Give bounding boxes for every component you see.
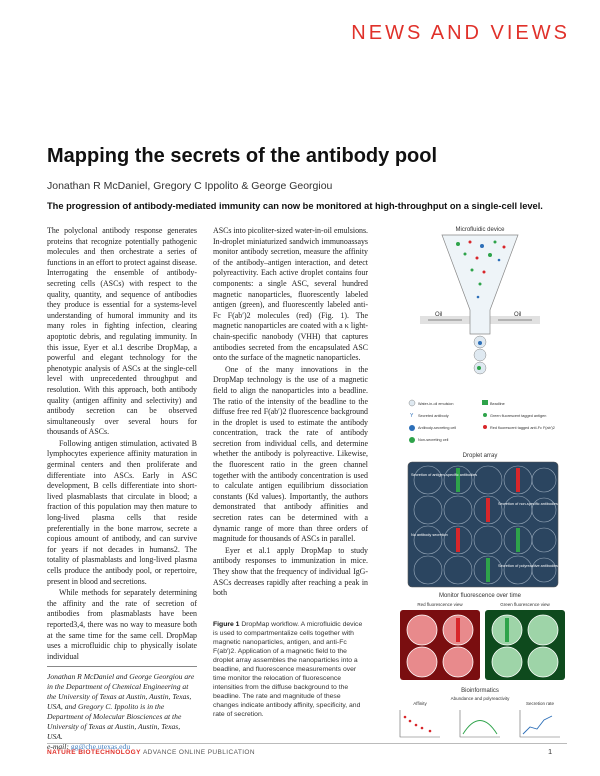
article-authors: Jonathan R McDaniel, Gregory C Ippolito … bbox=[47, 180, 333, 192]
array-label-antigen-specific: Secretion of antigen-specific antibodies bbox=[411, 473, 477, 477]
legend-non-secreting: Non-secreting cell bbox=[418, 438, 449, 442]
caption-label: Figure 1 bbox=[213, 621, 240, 628]
journal-name: NATURE BIOTECHNOLOGY bbox=[47, 749, 141, 756]
array-beadlines bbox=[456, 468, 520, 582]
figure-caption: Figure 1 DropMap workflow. A microfluidi… bbox=[213, 620, 368, 719]
paragraph: Following antigen stimulation, activated… bbox=[47, 438, 197, 586]
array-label-no-secretion: No antibody secretion bbox=[411, 533, 448, 537]
red-beadline bbox=[456, 618, 460, 642]
oil-label-left: Oil bbox=[435, 312, 442, 318]
plot-secretion-curve bbox=[522, 715, 553, 735]
plot-abundance-label: Abundance and polyreactivity bbox=[451, 696, 511, 701]
red-view-droplets bbox=[406, 614, 474, 678]
paragraph: ASCs into picoliter-sized water-in-oil e… bbox=[213, 226, 368, 363]
array-label-polyreactive: Secretion of polyreactive antibodies bbox=[498, 564, 558, 568]
email-label: e-mail: bbox=[47, 742, 69, 751]
funnel-particles bbox=[456, 240, 506, 299]
article-standfirst: The progression of antibody-mediated imm… bbox=[47, 201, 543, 211]
microfluidic-label: Microfluidic device bbox=[455, 227, 505, 233]
page-number: 1 bbox=[548, 747, 553, 756]
caption-text: DropMap workflow. A microfluidic device … bbox=[213, 621, 363, 718]
publication-status: ADVANCE ONLINE PUBLICATION bbox=[142, 749, 255, 756]
legend-beadline: Beadline bbox=[490, 402, 505, 406]
email-link[interactable]: gg@che.utexas.edu bbox=[70, 742, 131, 751]
paragraph: Eyer et al.1 apply DropMap to study anti… bbox=[213, 545, 368, 598]
section-header: NEWS AND VIEWS bbox=[351, 22, 570, 44]
plot-abundance-curve bbox=[462, 720, 498, 735]
affiliation-rule bbox=[47, 666, 197, 667]
monitor-label: Monitor fluorescence over time bbox=[439, 593, 522, 599]
plot-affinity-points bbox=[403, 715, 432, 733]
legend-antibody-secreting: Antibody-secreting cell bbox=[418, 426, 456, 430]
legend-water-in-oil: Water-in-oil emulsion bbox=[418, 402, 454, 406]
paragraph: The polyclonal antibody response generat… bbox=[47, 226, 197, 437]
oil-label-right: Oil bbox=[514, 312, 521, 318]
author-affiliation: Jonathan R McDaniel and George Georgiou … bbox=[47, 672, 197, 752]
body-column-2: ASCs into picoliter-sized water-in-oil e… bbox=[213, 226, 368, 599]
plot-affinity-label: Affinity bbox=[413, 701, 427, 706]
affiliation-text: Jonathan R McDaniel and George Georgiou … bbox=[47, 672, 195, 741]
red-view-label: Red fluorescence view bbox=[417, 602, 463, 607]
bioinformatics-label: Bioinformatics bbox=[461, 688, 499, 694]
green-beadline bbox=[505, 618, 509, 642]
article-title: Mapping the secrets of the antibody pool bbox=[47, 145, 438, 167]
bioinformatics-plots bbox=[399, 710, 560, 738]
droplet-array bbox=[407, 461, 559, 588]
green-view-label: Green fluorescence view bbox=[500, 602, 550, 607]
dropmap-figure: Microfluidic device Oil Oil Water-in-oil… bbox=[399, 227, 565, 738]
legend: Water-in-oil emulsion Beadline Y Secrete… bbox=[408, 399, 555, 443]
body-column-1: The polyclonal antibody response generat… bbox=[47, 226, 197, 662]
array-label-non-specific: Secretion of non-specific antibodies bbox=[498, 502, 558, 506]
plot-secretion-label: Secretion rate bbox=[526, 701, 555, 706]
array-droplets bbox=[413, 465, 557, 585]
footer-journal: NATURE BIOTECHNOLOGY ADVANCE ONLINE PUBL… bbox=[47, 749, 255, 756]
droplet-array-label: Droplet array bbox=[463, 453, 498, 459]
emitted-droplets bbox=[473, 335, 487, 375]
svg-text:Y: Y bbox=[410, 413, 414, 419]
legend-secreted-antibody: Secreted antibody bbox=[418, 414, 449, 418]
paragraph: While methods for separately determining… bbox=[47, 588, 197, 661]
paragraph: One of the many innovations in the DropM… bbox=[213, 364, 368, 544]
green-view-droplets bbox=[491, 614, 559, 678]
footer-rule bbox=[47, 743, 567, 744]
legend-red-antifc: Red fluorescent tagged anti-Fc F(ab′)2 bbox=[490, 426, 555, 430]
legend-green-antigen: Green fluorescent tagged antigen bbox=[490, 414, 546, 418]
